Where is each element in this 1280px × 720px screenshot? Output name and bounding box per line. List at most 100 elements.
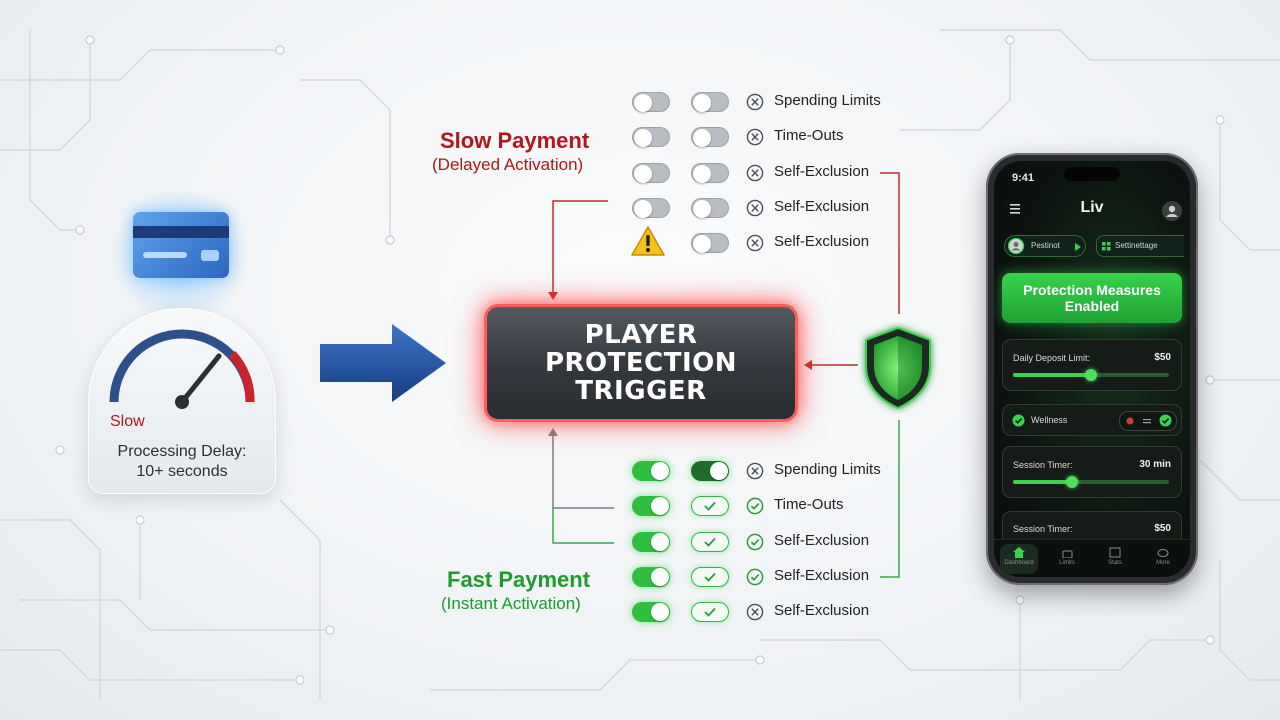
nav-label: Dashboard <box>1004 560 1034 566</box>
protection-row-label: Spending Limits <box>774 461 881 478</box>
slow-payment-title: Slow Payment <box>440 128 590 153</box>
chip-pestinot[interactable]: Pestinot <box>1004 235 1086 257</box>
banner-line2: Enabled <box>1064 298 1120 314</box>
toggle-knob <box>634 164 652 183</box>
deposit-slider-thumb[interactable] <box>1085 369 1097 381</box>
protection-row-label: Self-Exclusion <box>774 233 870 251</box>
avatar <box>1008 238 1025 254</box>
toggle-knob <box>710 462 728 480</box>
toggle-switch-on[interactable] <box>632 602 670 623</box>
toggle-switch-on[interactable] <box>632 496 670 517</box>
session-timer-value: 30 min <box>1139 459 1171 470</box>
check-circle-icon <box>746 497 764 515</box>
protection-row: Self-Exclusion <box>632 565 902 589</box>
protection-row-label: Self-Exclusion <box>774 531 870 549</box>
toggle-knob <box>693 235 711 254</box>
toggle-switch-on[interactable] <box>632 531 670 552</box>
nav-item-stats[interactable]: Stats <box>1096 544 1134 574</box>
protection-row: Spending Limits <box>632 459 902 483</box>
deposit-limit-slider[interactable] <box>1013 369 1169 381</box>
x-circle-icon <box>746 93 764 111</box>
warning-triangle-icon <box>630 225 666 262</box>
nav-item-limits[interactable]: Limits <box>1048 544 1086 574</box>
check-pill-icon[interactable] <box>691 531 729 552</box>
fast-payment-subtitle: (Instant Activation) <box>441 594 581 613</box>
toggle-switch-off[interactable] <box>691 162 729 183</box>
toggle-switch-on[interactable] <box>632 461 670 481</box>
wellness-card: Wellness <box>1002 404 1182 436</box>
phone-mockup: 9:41 Liv Pestinot Settinettage Protec <box>986 153 1198 585</box>
x-circle-icon <box>746 462 764 480</box>
toggle-switch-off[interactable] <box>632 162 670 183</box>
banner-line1: Protection Measures <box>1023 282 1161 298</box>
credit-card-icon <box>133 212 229 278</box>
check-pill-icon[interactable] <box>691 496 729 517</box>
x-circle-icon <box>746 164 764 182</box>
toggle-switch-off[interactable] <box>691 127 729 148</box>
check-pill-icon[interactable] <box>691 602 729 623</box>
toggle-knob <box>693 94 711 112</box>
toggle-knob <box>651 532 669 551</box>
nav-label: More <box>1156 560 1170 566</box>
trigger-line2: PROTECTION <box>544 348 738 378</box>
toggle-switch-off[interactable] <box>691 233 729 254</box>
chip-settings[interactable]: Settinettage <box>1096 235 1184 257</box>
session-timer-card: Session Timer: 30 min <box>1002 446 1182 498</box>
deposit-slider-fill <box>1013 373 1091 377</box>
nav-label: Limits <box>1059 560 1075 566</box>
protection-row: Self-Exclusion <box>632 600 902 624</box>
processing-delay-line1: Processing Delay: <box>117 443 247 460</box>
processing-delay-text: Processing Delay: 10+ seconds <box>88 442 276 482</box>
check-pill-icon[interactable] <box>691 566 729 587</box>
toggle-knob <box>634 199 652 218</box>
toggle-knob <box>693 199 711 218</box>
protection-row-label: Self-Exclusion <box>774 566 870 584</box>
toggle-switch-on[interactable] <box>632 566 670 587</box>
check-circle-icon <box>1012 414 1025 427</box>
user-icon[interactable] <box>1162 201 1182 221</box>
toggle-knob <box>693 129 711 148</box>
deposit-limit-label: Daily Deposit Limit: <box>1013 353 1091 363</box>
bottom-nav: Dashboard Limits Stats More <box>994 539 1190 577</box>
home-icon <box>1013 547 1025 558</box>
check-circle-icon <box>746 533 764 551</box>
check-circle-icon <box>1159 414 1172 427</box>
nav-item-more[interactable]: More <box>1144 544 1182 574</box>
toggle-switch-off[interactable] <box>632 127 670 148</box>
shield-icon <box>865 326 931 410</box>
app-title: Liv <box>1080 199 1104 216</box>
toggle-switch-on[interactable] <box>691 461 729 481</box>
session-timer-slider[interactable] <box>1013 476 1169 488</box>
heart-icon <box>1126 417 1134 425</box>
trigger-line1: PLAYER <box>584 320 698 350</box>
toggle-knob <box>651 497 669 516</box>
session-timer-label-2: Session Timer: <box>1013 524 1073 534</box>
toggle-switch-off[interactable] <box>691 92 729 112</box>
session-slider-thumb[interactable] <box>1066 476 1079 488</box>
nav-item-dashboard[interactable]: Dashboard <box>1000 544 1038 574</box>
protection-row-label: Time-Outs <box>774 127 844 145</box>
toggle-knob <box>634 129 652 148</box>
toggle-knob <box>693 164 711 183</box>
session-timer-label: Session Timer: <box>1013 460 1073 470</box>
menu-icon[interactable] <box>1010 203 1024 215</box>
toggle-switch-off[interactable] <box>632 92 670 112</box>
x-circle-icon <box>746 199 764 217</box>
protection-row: Self-Exclusion <box>632 161 902 185</box>
protection-row-label: Self-Exclusion <box>774 197 870 215</box>
gauge-speed-label: Slow <box>110 413 145 430</box>
phone-notch <box>1064 167 1120 181</box>
toggle-knob <box>651 462 669 480</box>
protection-row: Self-Exclusion <box>632 196 902 220</box>
play-icon <box>1075 243 1081 251</box>
toggle-knob <box>651 567 669 586</box>
toggle-knob <box>634 94 652 112</box>
lock-icon <box>1062 550 1072 558</box>
toggle-switch-off[interactable] <box>691 197 729 218</box>
wellness-label: Wellness <box>1031 415 1068 425</box>
toggle-switch-off[interactable] <box>632 197 670 218</box>
chip-right-label: Settinettage <box>1115 241 1158 250</box>
wellness-controls[interactable] <box>1119 411 1177 431</box>
fast-payment-title: Fast Payment <box>447 567 591 592</box>
